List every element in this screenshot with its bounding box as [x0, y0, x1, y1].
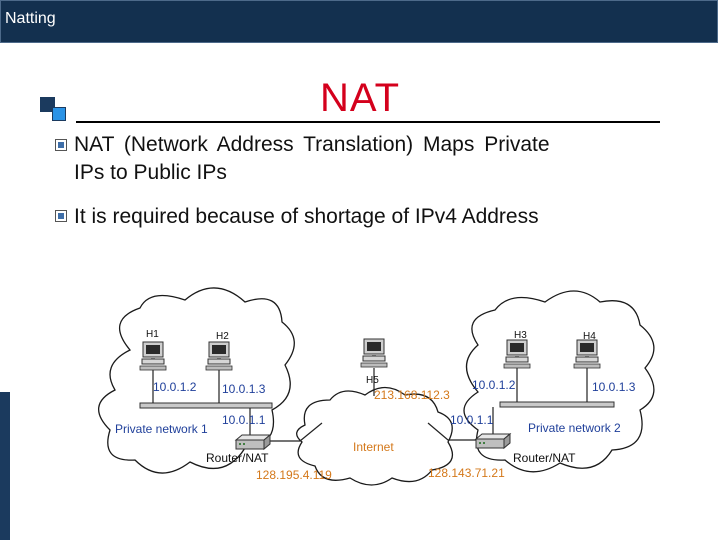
host-h3-label: H3 — [514, 330, 527, 341]
host-h5-computer-icon — [360, 338, 388, 368]
header-title: Natting — [5, 10, 56, 27]
host-h3-computer-icon — [503, 339, 531, 369]
host-h1-computer-icon — [139, 341, 167, 371]
bullet-1-line-2: IPs to Public IPs — [74, 161, 227, 184]
left-decor-strip — [0, 392, 10, 540]
router-right-private-ip: 10.0.1.1 — [450, 413, 494, 427]
private-network-2-label: Private network 2 — [528, 421, 621, 435]
bullet-2-text: It is required because of shortage of IP… — [74, 205, 539, 228]
internet-label: Internet — [353, 440, 394, 454]
router-right-label: Router/NAT — [513, 451, 576, 465]
host-h4-computer-icon — [573, 339, 601, 369]
bullet-1-line-1: NAT (Network Address Translation) Maps P… — [74, 133, 550, 156]
host-h5-label: H5 — [366, 375, 379, 386]
host-h5-ip: 213.168.112.3 — [374, 388, 450, 402]
link-router-left-internet — [268, 422, 323, 442]
bullet-icon — [55, 139, 67, 151]
host-h2-label: H2 — [216, 331, 229, 342]
bullet-icon — [55, 210, 67, 222]
cloud-private-network-1 — [98, 287, 295, 474]
title-decor-square-dark — [40, 97, 55, 112]
lan-bus-left — [139, 402, 273, 409]
lan-bus-right — [499, 401, 615, 408]
host-h1-ip: 10.0.1.2 — [153, 380, 197, 394]
host-h4-ip: 10.0.1.3 — [592, 380, 636, 394]
cloud-internet — [296, 386, 453, 486]
router-right-public-ip: 128.143.71.21 — [428, 466, 505, 480]
router-left-private-ip: 10.0.1.1 — [222, 413, 266, 427]
host-h1-label: H1 — [146, 329, 159, 340]
slide-title: NAT — [319, 76, 401, 120]
cloud-private-network-2 — [463, 290, 655, 473]
host-h3-ip: 10.0.1.2 — [472, 378, 516, 392]
router-nat-right-icon — [475, 433, 511, 449]
router-left-public-ip: 128.195.4.119 — [256, 468, 332, 482]
host-h2-computer-icon — [205, 341, 233, 371]
host-h4-label: H4 — [583, 331, 596, 342]
host-h2-ip: 10.0.1.3 — [222, 382, 266, 396]
link-router-right-internet — [427, 422, 476, 441]
router-nat-left-icon — [235, 434, 271, 450]
slide-header: Natting — [0, 0, 718, 43]
router-left-label: Router/NAT — [206, 451, 269, 465]
title-decor-square-blue — [52, 107, 66, 121]
private-network-1-label: Private network 1 — [115, 422, 208, 436]
title-underline — [76, 121, 660, 123]
